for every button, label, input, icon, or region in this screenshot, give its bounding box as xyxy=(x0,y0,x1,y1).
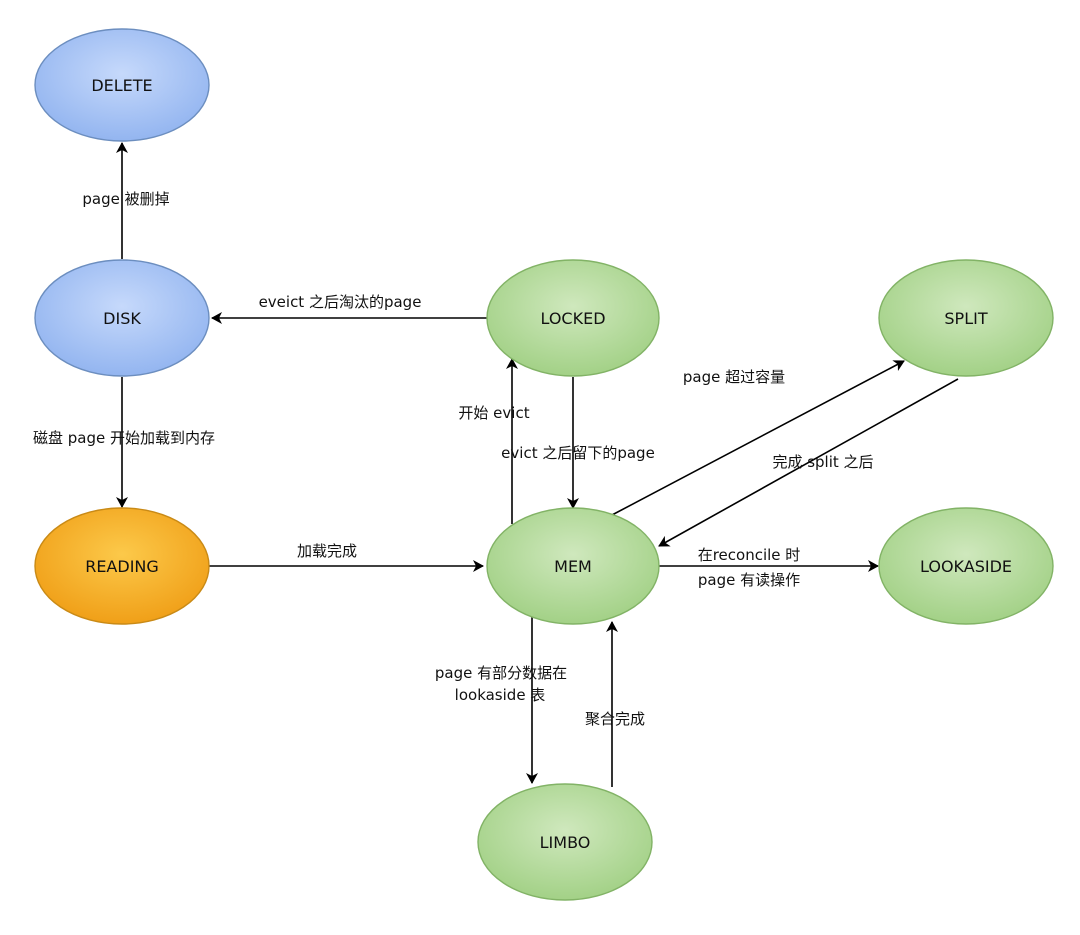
edge-mem-to-split xyxy=(611,360,905,516)
node-split: SPLIT xyxy=(878,259,1054,377)
label-mem-to-lookaside-line2: page 有读操作 xyxy=(698,571,800,589)
label-disk-to-reading: 磁盘 page 开始加载到内存 xyxy=(33,429,215,447)
node-locked-label: LOCKED xyxy=(540,309,605,328)
node-lookaside: LOOKASIDE xyxy=(878,507,1054,625)
node-lookaside-label: LOOKASIDE xyxy=(920,557,1012,576)
label-mem-to-limbo-line1: page 有部分数据在 xyxy=(435,664,567,682)
node-mem-label: MEM xyxy=(554,557,592,576)
node-locked: LOCKED xyxy=(486,259,660,377)
node-reading-label: READING xyxy=(85,557,159,576)
label-locked-to-mem: evict 之后留下的page xyxy=(501,444,655,462)
label-locked-to-disk: eveict 之后淘汰的page xyxy=(259,293,422,311)
label-limbo-to-mem: 聚合完成 xyxy=(585,710,645,728)
node-limbo-label: LIMBO xyxy=(540,833,591,852)
node-limbo: LIMBO xyxy=(477,783,653,901)
node-split-label: SPLIT xyxy=(944,309,987,328)
label-reading-to-mem: 加载完成 xyxy=(297,542,357,560)
label-disk-to-delete: page 被删掉 xyxy=(82,190,169,208)
label-split-to-mem: 完成 split 之后 xyxy=(772,453,873,471)
node-disk: DISK xyxy=(34,259,210,377)
label-mem-to-lookaside-line1: 在reconcile 时 xyxy=(698,546,801,564)
node-disk-label: DISK xyxy=(103,309,141,328)
edge-split-to-mem xyxy=(658,378,959,547)
node-delete: DELETE xyxy=(34,28,210,142)
label-mem-to-split: page 超过容量 xyxy=(683,368,785,386)
label-mem-to-locked: 开始 evict xyxy=(458,404,529,422)
node-mem: MEM xyxy=(486,507,660,625)
node-reading: READING xyxy=(34,507,210,625)
node-delete-label: DELETE xyxy=(91,76,152,95)
label-mem-to-limbo-line2: lookaside 表 xyxy=(455,686,546,704)
